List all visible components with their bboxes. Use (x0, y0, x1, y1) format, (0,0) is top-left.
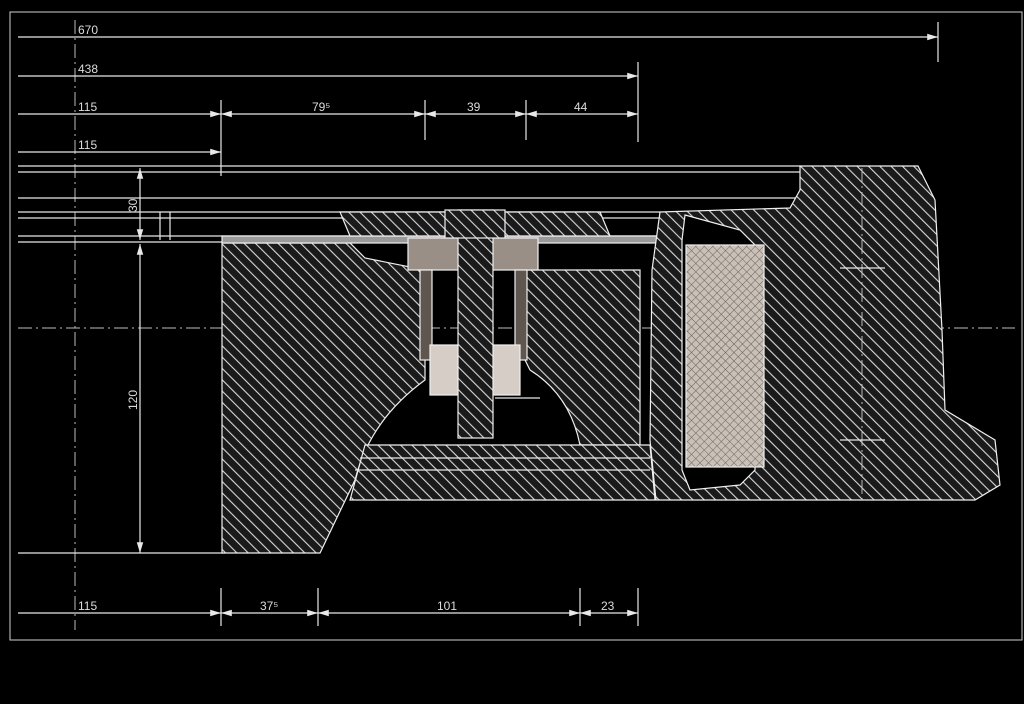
dim-115-a: 115 (78, 100, 97, 114)
dim-438: 438 (78, 62, 98, 76)
dim-44: 44 (574, 100, 588, 114)
bottom-dimensions: 115 37⁵ 101 23 (18, 588, 639, 626)
dim-23: 23 (601, 599, 615, 613)
washer-right (514, 269, 528, 361)
dim-115-c: 115 (78, 599, 97, 613)
dim-30: 30 (126, 198, 140, 212)
dim-670: 670 (78, 23, 98, 37)
drawing-frame (9, 11, 1023, 641)
vertical-dimensions: 30 120 (126, 168, 144, 553)
dim-79-5: 79⁵ (312, 100, 330, 114)
dim-37-5: 37⁵ (260, 599, 278, 613)
gasket-insert (685, 244, 765, 468)
center-hatched-block (524, 269, 641, 446)
dim-39: 39 (467, 100, 481, 114)
dim-115-b: 115 (78, 138, 97, 152)
left-hatched-body (221, 242, 426, 554)
bolt-cap (444, 209, 506, 239)
bottom-plates (349, 444, 656, 501)
dim-101: 101 (437, 599, 457, 613)
top-dimensions: 670 438 115 79⁵ 39 44 115 (18, 22, 939, 176)
bolt-shaft (457, 209, 494, 439)
washer-left (419, 269, 433, 361)
dim-120: 120 (126, 390, 140, 410)
